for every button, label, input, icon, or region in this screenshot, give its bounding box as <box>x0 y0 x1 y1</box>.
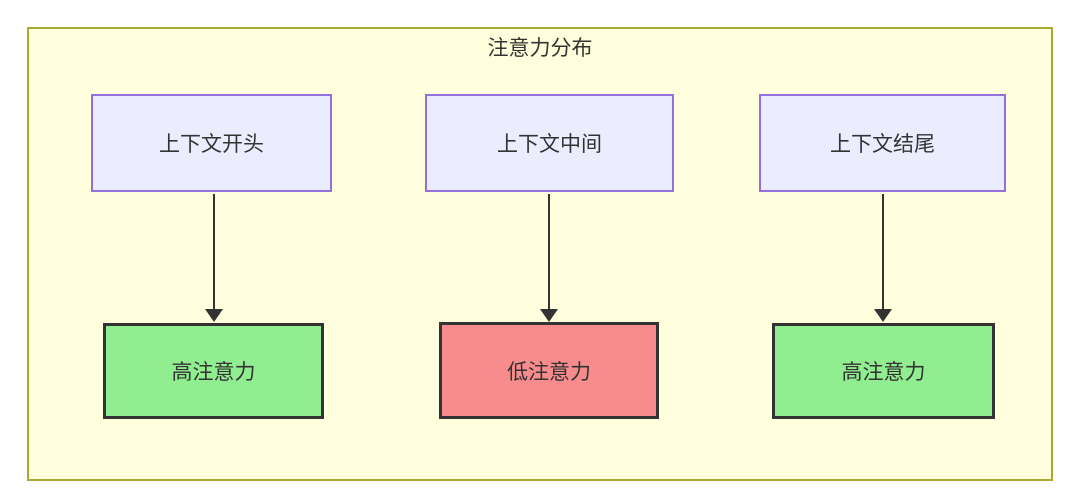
flow-arrow-middle <box>540 194 558 322</box>
arrow-line <box>548 194 550 310</box>
attention-distribution-group: 注意力分布 上下文开头 高注意力 上下文中间 低注意力 上下文结尾 高注意力 <box>27 27 1053 481</box>
arrow-head-icon <box>540 309 558 322</box>
arrow-head-icon <box>874 309 892 322</box>
flow-arrow-beginning <box>205 194 223 322</box>
flow-arrow-end <box>874 194 892 322</box>
arrow-line <box>882 194 884 310</box>
arrow-line <box>213 194 215 310</box>
node-context-middle: 上下文中间 <box>425 94 674 192</box>
arrow-head-icon <box>205 309 223 322</box>
node-high-attention-left: 高注意力 <box>103 323 324 419</box>
node-context-end: 上下文结尾 <box>759 94 1006 192</box>
diagram-title: 注意力分布 <box>487 37 593 60</box>
node-low-attention-middle: 低注意力 <box>439 322 659 419</box>
node-context-beginning: 上下文开头 <box>91 94 332 192</box>
node-high-attention-right: 高注意力 <box>772 323 995 419</box>
